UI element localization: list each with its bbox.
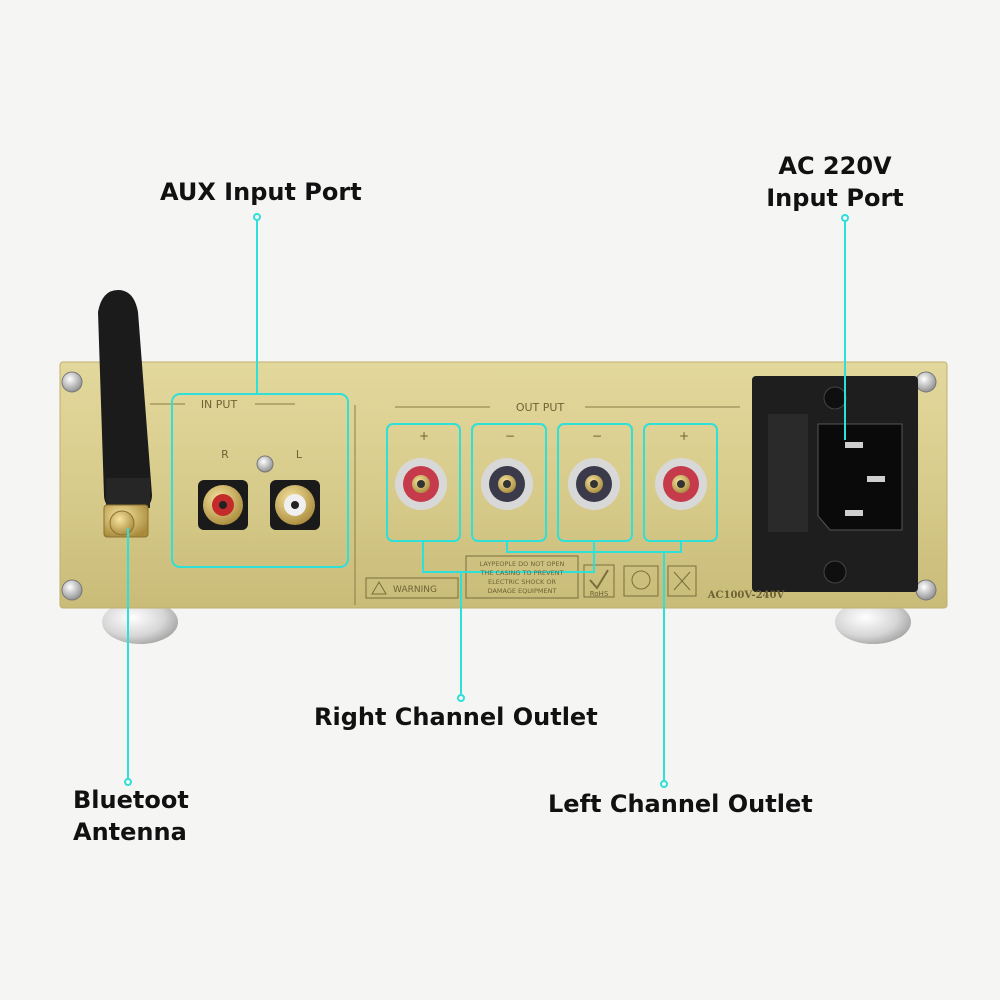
bluetooth-callout-line1: Bluetoot	[73, 786, 189, 814]
ac-input-callout-line1: AC 220V	[778, 152, 892, 180]
callout-leader-lines	[127, 217, 846, 782]
rca-right-label: R	[221, 448, 229, 461]
bluetooth-callout: Bluetoot Antenna	[73, 784, 189, 848]
panel-printed-text: IN PUT OUT PUT R L + − − + WARNING LAYPE…	[201, 398, 785, 601]
caution-text-line: ELECTRIC SHOCK OR	[488, 578, 556, 586]
caution-text-line: THE CASING TO PREVENT	[479, 569, 563, 577]
right-channel-callout: Right Channel Outlet	[314, 703, 598, 731]
caution-text-line: LAYPEOPLE DO NOT OPEN	[480, 560, 565, 568]
voltage-label: AC100V-240V	[707, 590, 785, 601]
corner-screws	[61, 371, 937, 601]
left-channel-callout: Left Channel Outlet	[548, 790, 813, 818]
polarity-label-4: +	[679, 429, 689, 443]
callout-endpoints	[124, 213, 849, 788]
panel-engraving	[150, 403, 740, 605]
bluetooth-callout-line2: Antenna	[73, 818, 187, 846]
aux-input-section	[198, 455, 320, 530]
polarity-label-2: −	[505, 429, 515, 443]
polarity-label-3: −	[592, 429, 602, 443]
output-header: OUT PUT	[516, 401, 565, 414]
warning-labels	[365, 555, 697, 599]
ac-input-callout: AC 220V Input Port	[765, 150, 905, 214]
ac-input-callout-line2: Input Port	[766, 184, 904, 212]
aux-input-callout: AUX Input Port	[160, 178, 362, 206]
foot-right	[835, 600, 911, 644]
input-header: IN PUT	[201, 398, 238, 411]
rohs-label: RoHS	[590, 590, 609, 598]
caution-text-line: DAMAGE EQUIPMENT	[488, 587, 557, 595]
polarity-label-1: +	[419, 429, 429, 443]
ac-inlet	[752, 376, 918, 592]
foot-left	[102, 600, 178, 644]
speaker-binding-posts	[395, 458, 707, 510]
warning-label: WARNING	[393, 585, 437, 595]
rca-left-label: L	[296, 448, 303, 461]
bluetooth-antenna	[98, 290, 152, 538]
